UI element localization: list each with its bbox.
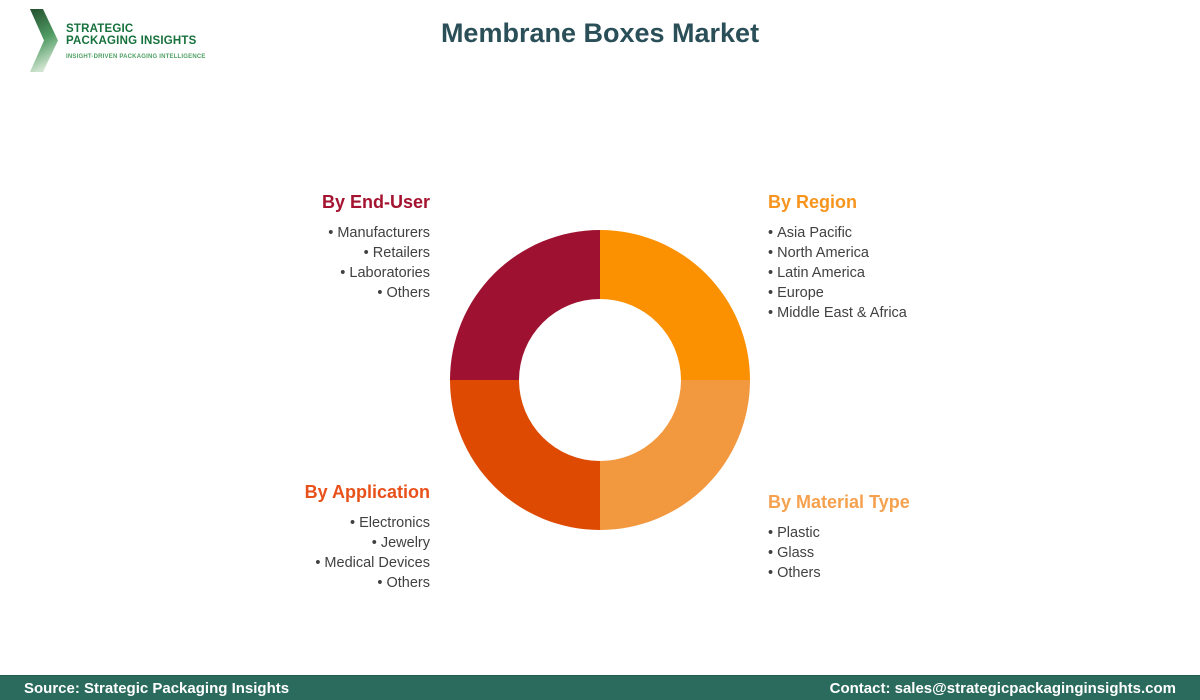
segment-title: By Application bbox=[304, 482, 430, 502]
list-item: Asia Pacific bbox=[768, 223, 998, 243]
segment-application: By Application ElectronicsJewelryMedical… bbox=[200, 480, 430, 593]
donut-slice bbox=[600, 380, 750, 530]
footer-bar: Source: Strategic Packaging Insights Con… bbox=[0, 675, 1200, 700]
list-item: Retailers bbox=[200, 243, 430, 263]
list-item: Laboratories bbox=[200, 263, 430, 283]
source-text: Source: Strategic Packaging Insights bbox=[24, 679, 290, 697]
list-item: Jewelry bbox=[200, 533, 430, 553]
segment-material-type: By Material Type PlasticGlassOthers bbox=[768, 490, 998, 583]
segment-item-list: PlasticGlassOthers bbox=[768, 523, 998, 583]
brand-text: STRATEGIC PACKAGING INSIGHTS INSIGHT-DRI… bbox=[66, 9, 206, 60]
segment-title: By End-User bbox=[321, 192, 430, 212]
list-item: Latin America bbox=[768, 263, 998, 283]
list-item: Glass bbox=[768, 543, 998, 563]
donut-chart bbox=[450, 230, 750, 530]
list-item: Others bbox=[200, 573, 430, 593]
list-item: Medical Devices bbox=[200, 553, 430, 573]
page-title: Membrane Boxes Market bbox=[440, 18, 760, 48]
list-item: North America bbox=[768, 243, 998, 263]
list-item: Plastic bbox=[768, 523, 998, 543]
segment-end-user: By End-User ManufacturersRetailersLabora… bbox=[200, 190, 430, 303]
contact-text: Contact: sales@strategicpackaginginsight… bbox=[829, 679, 1176, 697]
segment-item-list: Asia PacificNorth AmericaLatin AmericaEu… bbox=[768, 223, 998, 323]
brand-tagline: INSIGHT-DRIVEN PACKAGING INTELLIGENCE bbox=[66, 54, 206, 60]
brand-name-line1: STRATEGIC bbox=[66, 23, 134, 35]
segment-item-list: ManufacturersRetailersLaboratoriesOthers bbox=[200, 223, 430, 303]
segment-title: By Material Type bbox=[768, 492, 910, 512]
brand-logo: STRATEGIC PACKAGING INSIGHTS INSIGHT-DRI… bbox=[30, 9, 206, 72]
donut-slice bbox=[450, 380, 600, 530]
segment-title: By Region bbox=[768, 192, 858, 212]
list-item: Manufacturers bbox=[200, 223, 430, 243]
list-item: Middle East & Africa bbox=[768, 303, 998, 323]
segment-region: By Region Asia PacificNorth AmericaLatin… bbox=[768, 190, 998, 323]
list-item: Others bbox=[768, 563, 998, 583]
list-item: Others bbox=[200, 283, 430, 303]
chevron-arrow-icon bbox=[30, 9, 58, 72]
list-item: Europe bbox=[768, 283, 998, 303]
segment-item-list: ElectronicsJewelryMedical DevicesOthers bbox=[200, 513, 430, 593]
donut-slice bbox=[600, 230, 750, 380]
list-item: Electronics bbox=[200, 513, 430, 533]
brand-name-line2: PACKAGING INSIGHTS bbox=[66, 35, 197, 47]
donut-slice bbox=[450, 230, 600, 380]
